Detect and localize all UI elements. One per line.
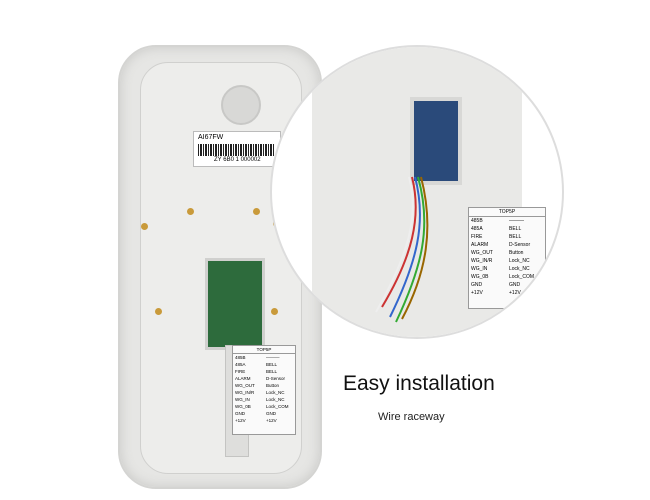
table-row: WG_IN Lock_NC <box>233 396 295 403</box>
table-cell: Button <box>266 383 280 388</box>
table-cell: 485B <box>471 218 483 224</box>
table-cell: D-Sensor <box>266 376 286 381</box>
table-cell: ——— <box>266 355 280 360</box>
panel-inner: AI67FW ZY 6B0 1 000002 <box>140 62 302 474</box>
screw <box>271 308 278 315</box>
barcode <box>198 144 274 156</box>
model-text: AI67FW <box>198 134 224 141</box>
table-row: 485B ——— <box>469 217 545 225</box>
table-header: TOP5P <box>233 346 295 354</box>
table-row: FIRE BELL <box>233 368 295 375</box>
table-row: +12V +12V <box>469 289 545 297</box>
wires <box>375 176 429 323</box>
table-cell: BELL <box>509 234 522 240</box>
screw <box>187 208 194 215</box>
table-cell: GND <box>235 411 245 416</box>
table-row: WG_OUT Button <box>469 249 545 257</box>
table-row: ALARM D-Sensor <box>469 241 545 249</box>
table-cell: 485B <box>235 355 246 360</box>
table-cell: GND <box>266 411 276 416</box>
screw <box>155 308 162 315</box>
table-cell: BELL <box>509 226 522 232</box>
table-cell: +12V <box>235 418 246 423</box>
table-row: WG_IN Lock_NC <box>469 265 545 273</box>
terminal-table: TOP5P 485B ——— 485A BELL FIRE BELL ALARM D-Sens… <box>232 345 296 435</box>
inset-terminal-table: TOP5P 485B ——— 485A BELL FIRE BELL ALARM D-Sens… <box>468 207 546 309</box>
table-row: WG_0B Lock_COM <box>233 403 295 410</box>
inset-terminal <box>410 97 462 185</box>
table-row: 485B ——— <box>233 354 295 361</box>
table-cell: WG_IN/R <box>235 390 255 395</box>
barcode-label: AI67FW ZY 6B0 1 000002 <box>193 131 281 167</box>
table-row: GND GND <box>233 410 295 417</box>
zoom-inset: TOP5P 485B ——— 485A BELL FIRE BELL ALARM D-Sens… <box>270 45 564 339</box>
table-row: FIRE BELL <box>469 233 545 241</box>
table-cell: D-Sensor <box>509 242 531 248</box>
table-cell: 485A <box>471 226 483 232</box>
table-cell: +12V <box>266 418 277 423</box>
table-cell: Lock_NC <box>266 390 285 395</box>
table-row: ALARM D-Sensor <box>233 375 295 382</box>
table-row: GND GND <box>469 281 545 289</box>
table-row: WG_0B Lock_COM <box>469 273 545 281</box>
table-cell: Lock_NC <box>509 258 530 264</box>
table-cell: ——— <box>509 218 524 224</box>
caption-title: Easy installation <box>343 372 495 395</box>
table-cell: FIRE <box>235 369 246 374</box>
table-cell: GND <box>509 282 521 288</box>
inset-device: TOP5P 485B ——— 485A BELL FIRE BELL ALARM D-Sens… <box>312 47 546 337</box>
table-header: TOP5P <box>469 208 545 217</box>
table-cell: ALARM <box>235 376 251 381</box>
table-cell: BELL <box>266 369 278 374</box>
table-cell: WG_IN <box>471 266 488 272</box>
table-cell: WG_0B <box>235 404 251 409</box>
table-row: WG_IN/R Lock_NC <box>469 257 545 265</box>
table-cell: Lock_NC <box>509 266 530 272</box>
table-cell: BELL <box>266 362 278 367</box>
table-cell: WG_0B <box>471 274 489 280</box>
caption-subtitle: Wire raceway <box>378 411 445 423</box>
table-row: 485A BELL <box>469 225 545 233</box>
table-cell: WG_IN <box>235 397 250 402</box>
table-cell: WG_OUT <box>471 250 493 256</box>
screw <box>253 208 260 215</box>
table-cell: Button <box>509 250 524 256</box>
table-cell: FIRE <box>471 234 483 240</box>
table-row: 485A BELL <box>233 361 295 368</box>
table-cell: +12V <box>509 290 521 296</box>
table-row: +12V +12V <box>233 417 295 424</box>
table-cell: +12V <box>471 290 483 296</box>
screw <box>141 223 148 230</box>
table-cell: Lock_COM <box>266 404 289 409</box>
speaker-grille <box>221 85 261 125</box>
table-cell: ALARM <box>471 242 489 248</box>
table-row: WG_OUT Button <box>233 382 295 389</box>
serial-text: ZY 6B0 1 000002 <box>214 157 261 163</box>
table-cell: WG_IN/R <box>471 258 493 264</box>
table-cell: WG_OUT <box>235 383 255 388</box>
table-cell: GND <box>471 282 483 288</box>
table-row: WG_IN/R Lock_NC <box>233 389 295 396</box>
terminal-block <box>205 258 265 350</box>
table-cell: Lock_NC <box>266 397 285 402</box>
table-cell: Lock_COM <box>509 274 535 280</box>
table-cell: 485A <box>235 362 246 367</box>
